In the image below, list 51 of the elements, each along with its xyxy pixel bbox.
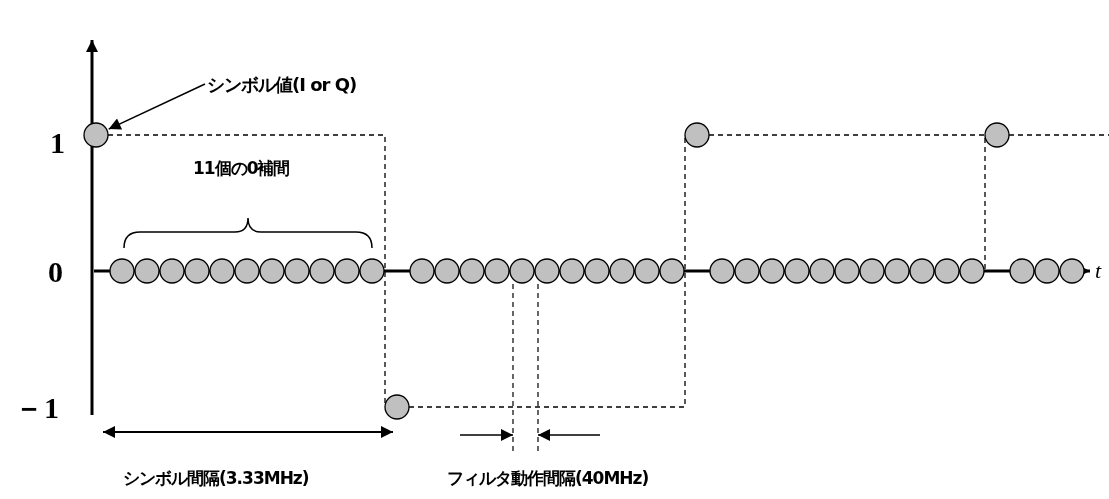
sample-circle bbox=[559, 258, 585, 284]
dashed-connector bbox=[1008, 134, 1109, 136]
sample-circle bbox=[834, 258, 860, 284]
sample-circle bbox=[909, 258, 935, 284]
sample-circle bbox=[709, 258, 735, 284]
sample-circle bbox=[409, 258, 435, 284]
sample-circle bbox=[1034, 258, 1060, 284]
sample-circle bbox=[784, 258, 810, 284]
sample-circle bbox=[1009, 258, 1035, 284]
sample-circle bbox=[284, 258, 310, 284]
sample-circle bbox=[534, 258, 560, 284]
sample-circle bbox=[109, 258, 135, 284]
sample-circle bbox=[359, 258, 385, 284]
sample-circle bbox=[659, 258, 685, 284]
symbol-circle bbox=[984, 122, 1010, 148]
interval-label: フィルタ動作間隔(40MHz) bbox=[447, 470, 649, 487]
sample-circle bbox=[859, 258, 885, 284]
sample-circle bbox=[209, 258, 235, 284]
sample-circle bbox=[484, 258, 510, 284]
sample-circle bbox=[934, 258, 960, 284]
sample-circle bbox=[309, 258, 335, 284]
sample-circle bbox=[234, 258, 260, 284]
symbol-circle bbox=[684, 122, 710, 148]
sample-circle bbox=[584, 258, 610, 284]
interval-label: シンボル間隔(3.33MHz) bbox=[123, 470, 309, 487]
axis-tick-label: 1 bbox=[50, 128, 65, 158]
callout-label: シンボル値(I or Q) bbox=[207, 76, 357, 94]
sample-circle bbox=[159, 258, 185, 284]
symbol-circle bbox=[83, 122, 109, 148]
dashed-connector bbox=[708, 134, 986, 272]
axis-label: t bbox=[1095, 260, 1102, 282]
brace-label: 11個の0補間 bbox=[193, 160, 290, 177]
sample-circle bbox=[1059, 258, 1085, 284]
sample-circle bbox=[884, 258, 910, 284]
axis-tick-label: －1 bbox=[14, 393, 59, 423]
sample-circle bbox=[334, 258, 360, 284]
sample-circle bbox=[434, 258, 460, 284]
sample-circle bbox=[634, 258, 660, 284]
sample-circle bbox=[759, 258, 785, 284]
sample-circle bbox=[259, 258, 285, 284]
sample-circle bbox=[809, 258, 835, 284]
sample-circle bbox=[184, 258, 210, 284]
axis-tick-label: 0 bbox=[48, 257, 63, 287]
sample-circle bbox=[609, 258, 635, 284]
sample-circle bbox=[734, 258, 760, 284]
sample-circle bbox=[134, 258, 160, 284]
sample-circle bbox=[459, 258, 485, 284]
leader-line bbox=[107, 83, 206, 130]
sample-circle bbox=[509, 258, 535, 284]
sample-circle bbox=[959, 258, 985, 284]
symbol-circle bbox=[384, 394, 410, 420]
